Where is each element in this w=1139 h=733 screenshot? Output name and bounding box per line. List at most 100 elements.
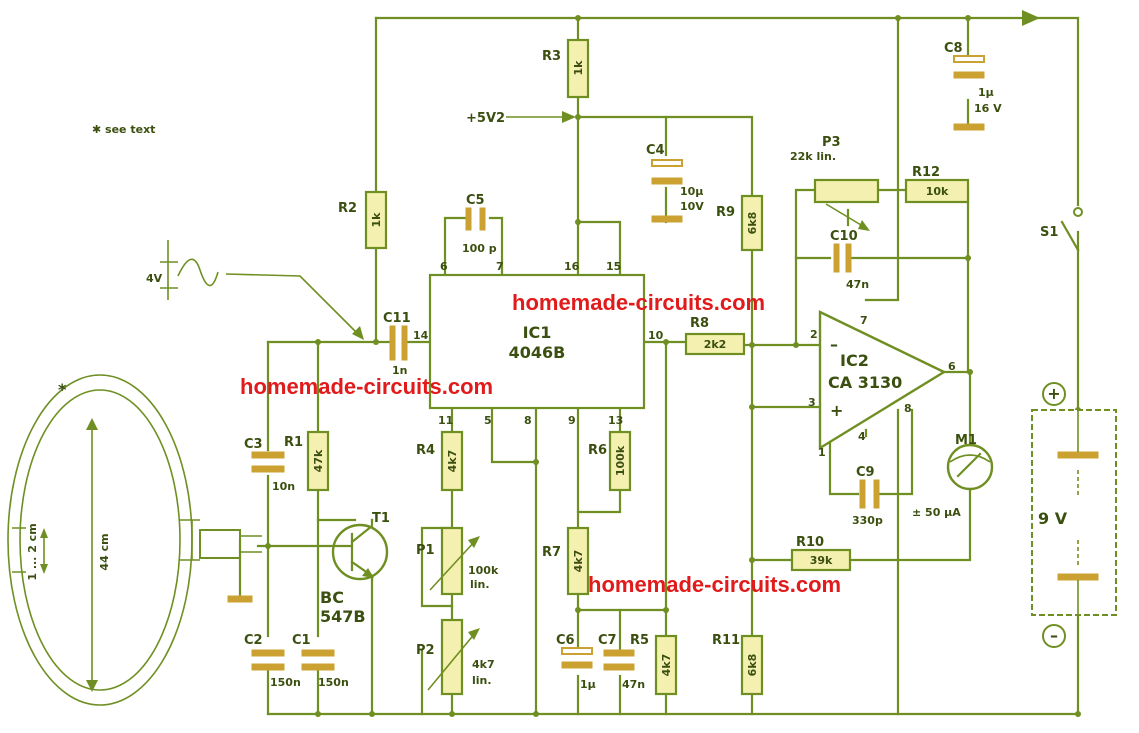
capacitor-c7: C7 47n: [598, 633, 645, 691]
potentiometer-p1: P1 100k lin.: [416, 526, 499, 596]
c9-value: 330p: [852, 514, 883, 527]
resistor-r6: 100k R6: [588, 430, 632, 492]
ic2-part: CA 3130: [828, 373, 902, 392]
r4-value: 4k7: [446, 450, 459, 473]
capacitor-c8: C8 1µ 16 V: [944, 41, 1002, 131]
battery-minus: –: [1050, 626, 1058, 645]
ic1-4046b: IC1 4046B 6 7 16 15 14 10 11 5 8 9 13: [413, 260, 664, 427]
resistor-r10: 39k R10: [790, 535, 852, 572]
c8-voltage: 16 V: [974, 102, 1002, 115]
battery-9v: 9 V + –: [1031, 382, 1117, 648]
ic2-minus: –: [830, 335, 838, 354]
potentiometer-p3: P3 22k lin.: [790, 135, 880, 231]
r7-value: 4k7: [572, 550, 585, 573]
wires: [238, 16, 1080, 716]
switch-s1: S1: [1040, 207, 1083, 252]
r10-ref: R10: [796, 535, 824, 550]
p1-ref: P1: [416, 543, 435, 558]
r3-value: 1k: [572, 60, 585, 76]
ic1-pin-14: 14: [413, 329, 429, 342]
c3-value: 10n: [272, 480, 295, 493]
transistor-t1: T1 BC 547B: [320, 511, 390, 626]
r7-ref: R7: [542, 545, 561, 560]
ic2-pin-2: 2: [810, 328, 818, 341]
c10-value: 47n: [846, 278, 869, 291]
resistor-r3: 1k R3: [542, 38, 590, 99]
t1-part-a: BC: [320, 588, 344, 607]
r8-value: 2k2: [704, 338, 727, 351]
p2-ref: P2: [416, 643, 435, 658]
resistor-r12: 10k R12: [904, 165, 970, 204]
meter-m1: M1 ± 50 µA: [912, 433, 994, 519]
m1-value: ± 50 µA: [912, 506, 961, 519]
ic1-part: 4046B: [509, 343, 566, 362]
potentiometer-p2: P2 4k7 lin.: [416, 618, 495, 696]
r10-value: 39k: [810, 554, 833, 567]
capacitor-c11: C11 1n: [383, 311, 411, 377]
r1-ref: R1: [284, 435, 303, 450]
coil-marker: *: [58, 380, 67, 399]
search-coil: * 44 cm 1 ... 2 cm: [7, 374, 262, 706]
watermark-2: homemade-circuits.com: [240, 374, 493, 399]
r1-value: 47k: [312, 449, 325, 472]
p1-type: lin.: [470, 578, 490, 591]
ic1-pin-5: 5: [484, 414, 492, 427]
c7-value: 47n: [622, 678, 645, 691]
capacitor-c5: C5 100 p: [462, 193, 497, 255]
c11-ref: C11: [383, 311, 411, 326]
m1-ref: M1: [955, 433, 977, 448]
c4-voltage: 10V: [680, 200, 704, 213]
c6-ref: C6: [556, 633, 575, 648]
c5-value: 100 p: [462, 242, 497, 255]
resistor-r1: 47k R1: [284, 430, 330, 492]
ic2-pin-6: 6: [948, 360, 956, 373]
capacitor-c6: C6 1µ: [556, 633, 596, 691]
ic1-pin-10: 10: [648, 329, 664, 342]
ground-stub: [227, 595, 253, 603]
c8-value: 1µ: [978, 86, 994, 99]
c7-ref: C7: [598, 633, 617, 648]
p3-value: 22k lin.: [790, 150, 836, 163]
ic1-pin-11: 11: [438, 414, 453, 427]
t1-ref: T1: [372, 511, 390, 526]
c8-ref: C8: [944, 41, 963, 56]
supply-label: +5V2: [466, 111, 505, 126]
capacitor-c10: C10 47n: [830, 229, 869, 291]
capacitor-c4: C4 10µ 10V: [646, 143, 704, 223]
r4-ref: R4: [416, 443, 435, 458]
signal-indicator: 4V: [146, 240, 364, 340]
p2-type: lin.: [472, 674, 492, 687]
c5-ref: C5: [466, 193, 485, 208]
r6-ref: R6: [588, 443, 607, 458]
resistor-r5: 4k7 R5: [630, 633, 678, 696]
ic1-pin-6: 6: [440, 260, 448, 273]
coil-diameter-label: 44 cm: [98, 533, 111, 570]
ic1-pin-7: 7: [496, 260, 504, 273]
ic2-ca3130: IC2 CA 3130 – + 2 3 7 6 8 1 4: [808, 310, 956, 459]
resistor-r9: 6k8 R9: [716, 194, 764, 252]
resistor-r4: 4k7 R4: [416, 430, 464, 492]
ic2-pin-3: 3: [808, 396, 816, 409]
c2-value: 150n: [270, 676, 301, 689]
capacitor-c3: C3 10n: [244, 437, 295, 493]
resistor-r7: 4k7 R7: [542, 526, 590, 596]
supply-5v2: +5V2: [466, 111, 576, 126]
c1-value: 150n: [318, 676, 349, 689]
ic2-plus: +: [830, 401, 843, 420]
c3-ref: C3: [244, 437, 263, 452]
c4-value: 10µ: [680, 185, 703, 198]
see-text-note: ✱ see text: [92, 123, 155, 136]
r12-ref: R12: [912, 165, 940, 180]
p3-ref: P3: [822, 135, 841, 150]
r9-value: 6k8: [746, 212, 759, 235]
r3-ref: R3: [542, 49, 561, 64]
ic2-ref: IC2: [840, 351, 869, 370]
capacitor-c2: C2 150n: [244, 633, 301, 689]
r8-ref: R8: [690, 316, 709, 331]
r5-ref: R5: [630, 633, 649, 648]
c11-value: 1n: [392, 364, 408, 377]
ic1-pin-15: 15: [606, 260, 621, 273]
ic1-pin-8: 8: [524, 414, 532, 427]
ic2-pin-7: 7: [860, 314, 868, 327]
junctions: [265, 15, 1081, 717]
